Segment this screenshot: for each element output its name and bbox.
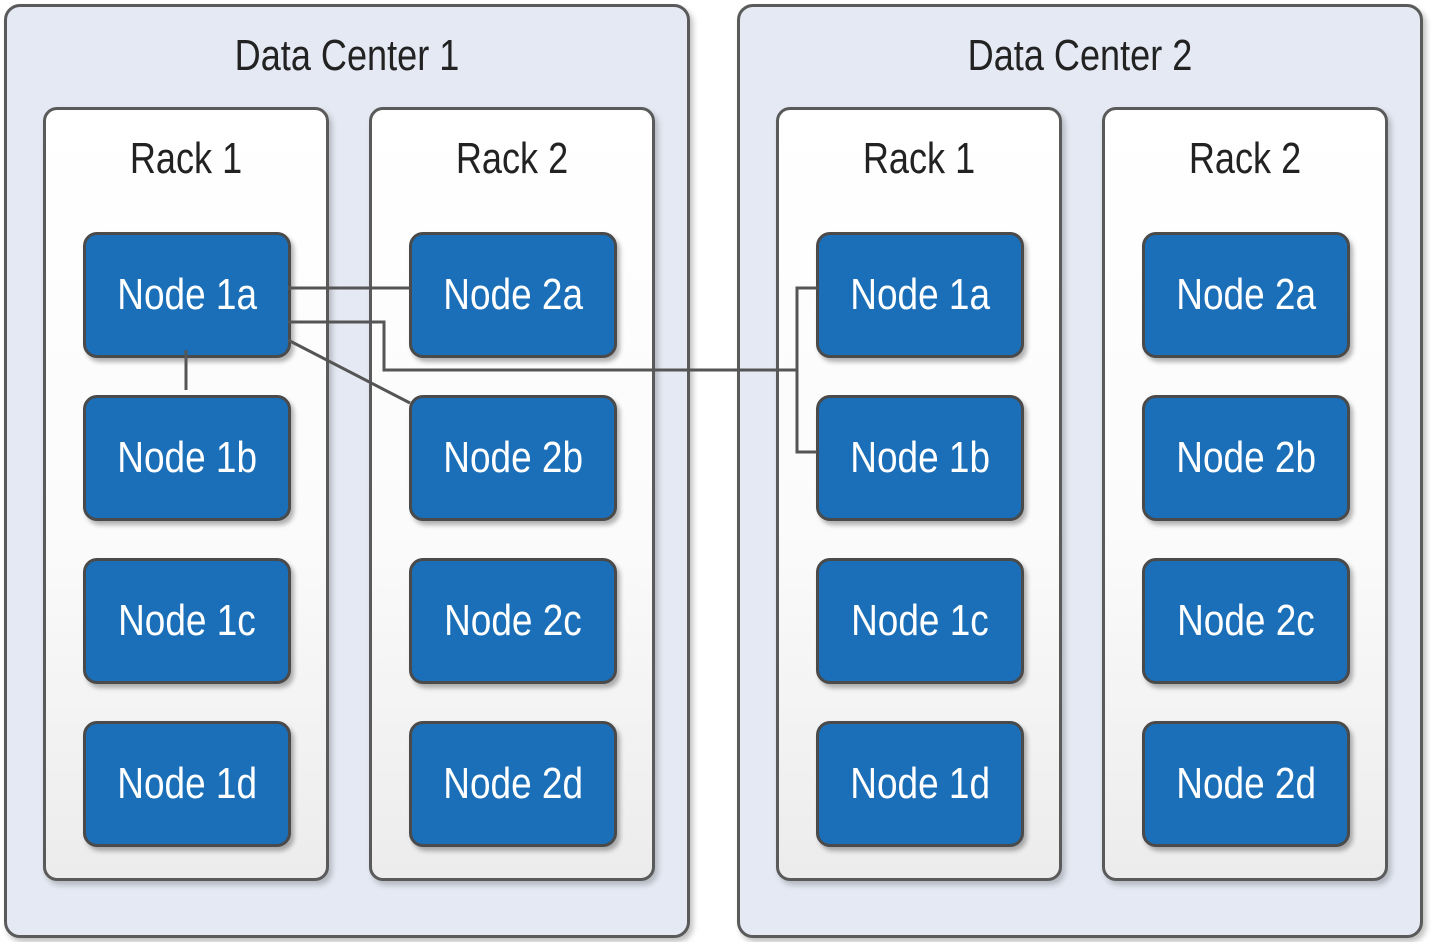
data-center-2: Data Center 2 Rack 1 Node 1a Node 1b Nod… [737, 4, 1423, 938]
node-label: Node 1a [850, 270, 990, 319]
node-label: Node 1c [118, 596, 256, 645]
dc1-rack-2: Rack 2 Node 2a Node 2b Node 2c Node 2d [369, 107, 655, 881]
dc1-node-1b[interactable]: Node 1b [83, 395, 291, 521]
node-label: Node 1b [117, 433, 257, 482]
dc1-node-2a[interactable]: Node 2a [409, 232, 617, 358]
dc2-node-1c[interactable]: Node 1c [816, 558, 1024, 684]
data-center-1-title: Data Center 1 [234, 31, 460, 80]
node-label: Node 2c [1177, 596, 1315, 645]
node-label: Node 2a [443, 270, 583, 319]
node-label: Node 2b [443, 433, 583, 482]
node-label: Node 2d [1176, 759, 1316, 808]
dc2-node-1d[interactable]: Node 1d [816, 721, 1024, 847]
node-label: Node 2d [443, 759, 583, 808]
dc1-node-2d[interactable]: Node 2d [409, 721, 617, 847]
dc2-node-1a[interactable]: Node 1a [816, 232, 1024, 358]
dc1-node-1c[interactable]: Node 1c [83, 558, 291, 684]
node-label: Node 1c [851, 596, 989, 645]
dc2-node-2a[interactable]: Node 2a [1142, 232, 1350, 358]
dc1-rack-2-title: Rack 2 [455, 134, 569, 183]
node-label: Node 1a [117, 270, 257, 319]
node-label: Node 1b [850, 433, 990, 482]
node-label: Node 2a [1176, 270, 1316, 319]
data-center-2-title: Data Center 2 [967, 31, 1193, 80]
node-label: Node 2b [1176, 433, 1316, 482]
dc2-rack-2-title: Rack 2 [1188, 134, 1302, 183]
data-center-1: Data Center 1 Rack 1 Node 1a Node 1b Nod… [4, 4, 690, 938]
dc1-node-1a[interactable]: Node 1a [83, 232, 291, 358]
dc1-node-2c[interactable]: Node 2c [409, 558, 617, 684]
dc1-rack-1: Rack 1 Node 1a Node 1b Node 1c Node 1d [43, 107, 329, 881]
node-label: Node 1d [117, 759, 257, 808]
dc1-node-1d[interactable]: Node 1d [83, 721, 291, 847]
node-label: Node 2c [444, 596, 582, 645]
dc2-rack-1: Rack 1 Node 1a Node 1b Node 1c Node 1d [776, 107, 1062, 881]
dc2-node-2c[interactable]: Node 2c [1142, 558, 1350, 684]
dc2-rack-2: Rack 2 Node 2a Node 2b Node 2c Node 2d [1102, 107, 1388, 881]
node-label: Node 1d [850, 759, 990, 808]
dc1-rack-1-title: Rack 1 [129, 134, 243, 183]
dc1-node-2b[interactable]: Node 2b [409, 395, 617, 521]
dc2-node-2b[interactable]: Node 2b [1142, 395, 1350, 521]
dc2-node-2d[interactable]: Node 2d [1142, 721, 1350, 847]
dc2-node-1b[interactable]: Node 1b [816, 395, 1024, 521]
dc2-rack-1-title: Rack 1 [862, 134, 976, 183]
